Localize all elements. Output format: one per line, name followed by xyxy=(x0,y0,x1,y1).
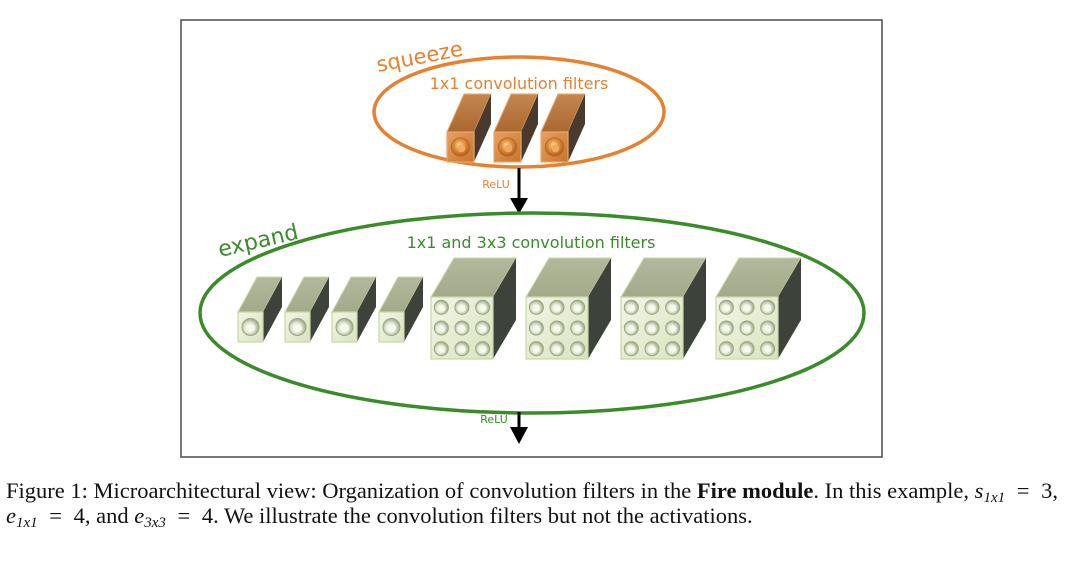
filter-side-face xyxy=(357,277,376,342)
filter-weight-knob-center xyxy=(670,305,677,312)
caption-e1-val: 4 xyxy=(73,503,85,528)
filter-side-face xyxy=(310,277,329,342)
filter-weight-knob-center xyxy=(341,324,349,332)
squeeze-to-expand-arrow xyxy=(510,168,528,214)
filter-weight-knob-center xyxy=(504,144,513,153)
filter-weight-knob-center xyxy=(575,326,582,333)
filter-weight-knob-center xyxy=(724,346,730,353)
filter-weight-knob-center xyxy=(480,346,487,353)
filter-weight-knob-center xyxy=(724,326,730,333)
expand-filters xyxy=(237,257,802,360)
expand-filter-1x1 xyxy=(237,276,283,343)
filter-side-face xyxy=(588,258,611,359)
expand-filter-3x3 xyxy=(620,257,707,360)
filter-weight-knob-center xyxy=(724,305,730,312)
filter-weight-knob-center xyxy=(670,326,677,333)
expand-output-arrow xyxy=(510,412,528,444)
caption-s-sub: 1x1 xyxy=(983,490,1006,506)
filter-weight-knob-center xyxy=(575,346,582,353)
filter-weight-knob-center xyxy=(629,305,635,312)
caption-prefix: Figure 1: Microarchitectural view: Organ… xyxy=(6,478,697,503)
caption-s-var: s xyxy=(974,478,984,503)
filter-weight-knob-center xyxy=(670,346,677,353)
filter-weight-knob-center xyxy=(554,326,561,333)
caption-e3-var: e xyxy=(134,503,145,528)
caption-e1-sub: 1x1 xyxy=(16,515,38,531)
filter-weight-knob-center xyxy=(480,305,487,312)
filter-side-face xyxy=(521,94,538,162)
filter-weight-knob-center xyxy=(439,346,445,353)
filter-weight-knob-center xyxy=(765,305,772,312)
filter-side-face xyxy=(778,258,801,359)
filter-weight-knob-center xyxy=(534,326,540,333)
caption-e1-var: e xyxy=(6,503,16,528)
filter-weight-knob-center xyxy=(551,144,560,153)
fire-module-diagram: squeeze 1x1 convolution filters ReLU exp… xyxy=(180,19,883,458)
filter-weight-knob-center xyxy=(457,144,466,153)
filter-weight-knob-center xyxy=(459,326,466,333)
filter-weight-knob-center xyxy=(554,305,561,312)
expand-filter-1x1 xyxy=(378,276,424,343)
squeeze-ellipse xyxy=(372,55,666,169)
filter-side-face xyxy=(683,258,706,359)
filter-weight-knob-center xyxy=(629,346,635,353)
filter-side-face xyxy=(263,277,282,342)
caption-and: and xyxy=(96,503,129,528)
caption-bold-term: Fire module xyxy=(696,478,814,503)
expand-filter-1x1 xyxy=(331,276,377,343)
squeeze-filter-1x1 xyxy=(493,93,539,163)
squeeze-sublabel: 1x1 convolution filters xyxy=(430,74,609,93)
expand-filter-1x1 xyxy=(284,276,330,343)
filter-weight-knob-center xyxy=(439,305,445,312)
filter-side-face xyxy=(568,94,585,162)
caption-s-val: 3 xyxy=(1041,478,1053,503)
filter-weight-knob-center xyxy=(649,346,656,353)
expand-relu-label: ReLU xyxy=(480,413,508,426)
filter-side-face xyxy=(474,94,491,162)
squeeze-filters xyxy=(446,93,586,163)
caption-e3-sub: 3x3 xyxy=(144,515,166,531)
filter-weight-knob-center xyxy=(744,346,751,353)
filter-weight-knob-center xyxy=(765,346,772,353)
filter-weight-knob-center xyxy=(388,324,396,332)
expand-filter-3x3 xyxy=(525,257,612,360)
filter-weight-knob-center xyxy=(534,346,540,353)
caption-suffix: . We illustrate the convolution filters … xyxy=(213,503,753,528)
filter-weight-knob-center xyxy=(439,326,445,333)
filter-weight-knob-center xyxy=(649,326,656,333)
filter-weight-knob-center xyxy=(744,326,751,333)
squeeze-relu-label: ReLU xyxy=(482,178,510,191)
expand-filter-3x3 xyxy=(430,257,517,360)
filter-weight-knob-center xyxy=(765,326,772,333)
expand-filter-3x3 xyxy=(715,257,802,360)
filter-weight-knob-center xyxy=(480,326,487,333)
filter-weight-knob-center xyxy=(294,324,302,332)
filter-side-face xyxy=(493,258,516,359)
filter-weight-knob-center xyxy=(247,324,255,332)
filter-weight-knob-center xyxy=(575,305,582,312)
filter-weight-knob-center xyxy=(554,346,561,353)
filter-weight-knob-center xyxy=(629,326,635,333)
squeeze-filter-1x1 xyxy=(540,93,586,163)
expand-sublabel: 1x1 and 3x3 convolution filters xyxy=(407,233,656,252)
filter-weight-knob-center xyxy=(744,305,751,312)
figure-caption: Figure 1: Microarchitectural view: Organ… xyxy=(6,478,1058,531)
caption-e3-val: 4 xyxy=(201,503,214,528)
filter-weight-knob-center xyxy=(459,305,466,312)
filter-weight-knob-center xyxy=(459,346,466,353)
filter-weight-knob-center xyxy=(649,305,656,312)
filter-side-face xyxy=(404,277,423,342)
caption-after-bold: . In this example, xyxy=(813,478,975,503)
squeeze-filter-1x1 xyxy=(446,93,492,163)
expand-ellipse xyxy=(198,211,866,415)
filter-weight-knob-center xyxy=(534,305,540,312)
